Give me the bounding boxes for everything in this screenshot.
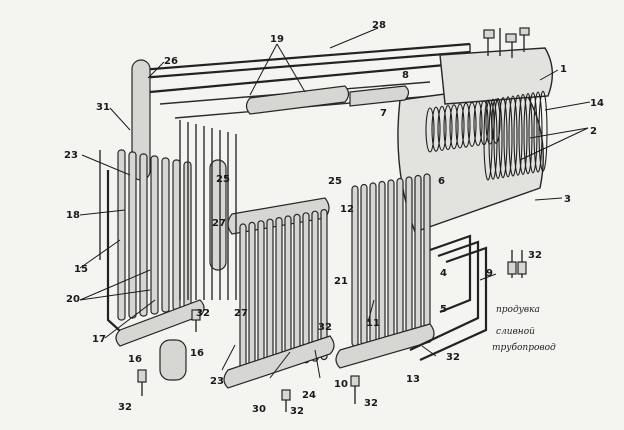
coil-ring	[493, 97, 503, 179]
center-screen-tubes	[179, 120, 328, 375]
label-23: 23	[210, 376, 224, 387]
label-11: 11	[366, 318, 380, 329]
label-32f: 32	[196, 308, 210, 319]
coil-ring	[467, 101, 477, 147]
screen-tube	[172, 159, 181, 311]
label-14: 14	[590, 98, 604, 109]
drain-connectors	[137, 250, 527, 412]
coil-ring	[508, 95, 518, 177]
coil-ring	[533, 91, 543, 173]
screen-tube	[150, 155, 159, 315]
label-16b: 16	[190, 348, 204, 359]
label-31: 31	[96, 102, 110, 113]
label-28: 28	[372, 20, 386, 31]
label-10: 10	[334, 379, 348, 390]
coil-ring	[443, 105, 453, 151]
label-32e: 32	[528, 250, 542, 261]
screen-tube	[414, 174, 422, 337]
coil-ring	[483, 99, 493, 181]
coil-ring	[488, 98, 498, 180]
label-12: 12	[340, 204, 354, 215]
label-27b: 27	[212, 218, 226, 229]
handwritten-notes: продувка сливной трубопровод	[492, 305, 556, 353]
label-19: 19	[270, 34, 284, 45]
coil-ring	[425, 107, 435, 153]
screen-tube	[387, 179, 395, 341]
label-25: 25	[328, 176, 342, 187]
label-13: 13	[406, 374, 420, 385]
coil-ring	[523, 93, 533, 175]
note-drain-2: трубопровод	[492, 342, 556, 353]
screen-tube	[320, 209, 328, 361]
screen-tube	[284, 215, 292, 367]
coil-ring	[455, 103, 465, 149]
right-screen-tubes	[351, 173, 431, 347]
label-32d: 32	[446, 352, 460, 363]
leader-lines	[79, 27, 591, 379]
screen-tube	[117, 149, 126, 321]
label-18: 18	[66, 210, 80, 221]
label-32g: 32	[318, 322, 332, 333]
label-24: 24	[302, 390, 316, 401]
screen-tube	[257, 220, 265, 372]
coil-ring	[473, 101, 483, 147]
coil-ring	[503, 96, 513, 178]
screen-tube	[293, 213, 301, 365]
label-8: 8	[402, 70, 409, 81]
screen-tube	[302, 212, 310, 364]
label-7: 7	[380, 108, 387, 119]
label-15: 15	[74, 264, 88, 275]
coil-ring	[518, 93, 528, 175]
label-17: 17	[92, 334, 106, 345]
coil-ring	[461, 102, 471, 148]
screen-tube	[248, 221, 256, 373]
coil-ring	[437, 105, 447, 151]
label-32c: 32	[364, 398, 378, 409]
screen-tube	[311, 210, 319, 362]
screen-tube	[423, 173, 431, 335]
screen-tube	[139, 153, 148, 317]
coil-ring	[498, 97, 508, 179]
label-2: 2	[590, 126, 597, 137]
label-30: 30	[252, 404, 266, 415]
label-4: 4	[440, 268, 447, 279]
screen-tube	[405, 176, 413, 338]
collector-27	[209, 159, 227, 271]
note-purge: продувка	[496, 305, 540, 315]
label-32b: 32	[290, 406, 304, 417]
label-9: 9	[486, 268, 493, 279]
lower-right-pipes	[409, 234, 488, 362]
label-26: 26	[164, 56, 178, 67]
label-1: 1	[560, 64, 567, 75]
label-32a: 32	[118, 402, 132, 413]
screen-tube	[275, 217, 283, 369]
coil-ring	[513, 94, 523, 176]
coil-ring	[431, 106, 441, 152]
coil-ring	[449, 104, 459, 150]
label-16: 16	[128, 354, 142, 365]
part-labels: 1 2 3 4 5 6 7 8 9 10 11 12 13 14 15 16 1…	[64, 20, 604, 417]
label-3: 3	[564, 194, 571, 205]
bottom-collectors	[115, 299, 435, 389]
note-drain-1: сливной	[496, 327, 535, 337]
label-27: 27	[234, 308, 248, 319]
screen-tube	[396, 177, 404, 340]
drum-coils	[425, 90, 548, 181]
coil-ring	[538, 90, 548, 172]
label-23b: 23	[64, 150, 78, 161]
header-19	[245, 85, 410, 115]
label-20: 20	[66, 294, 80, 305]
screen-tube	[266, 218, 274, 370]
coil-ring	[528, 92, 538, 174]
label-25b: 25	[216, 174, 230, 185]
screen-tube	[239, 223, 247, 375]
label-21: 21	[334, 276, 348, 287]
label-5: 5	[440, 304, 447, 315]
screen-tube	[161, 157, 170, 313]
label-6: 6	[438, 176, 445, 187]
